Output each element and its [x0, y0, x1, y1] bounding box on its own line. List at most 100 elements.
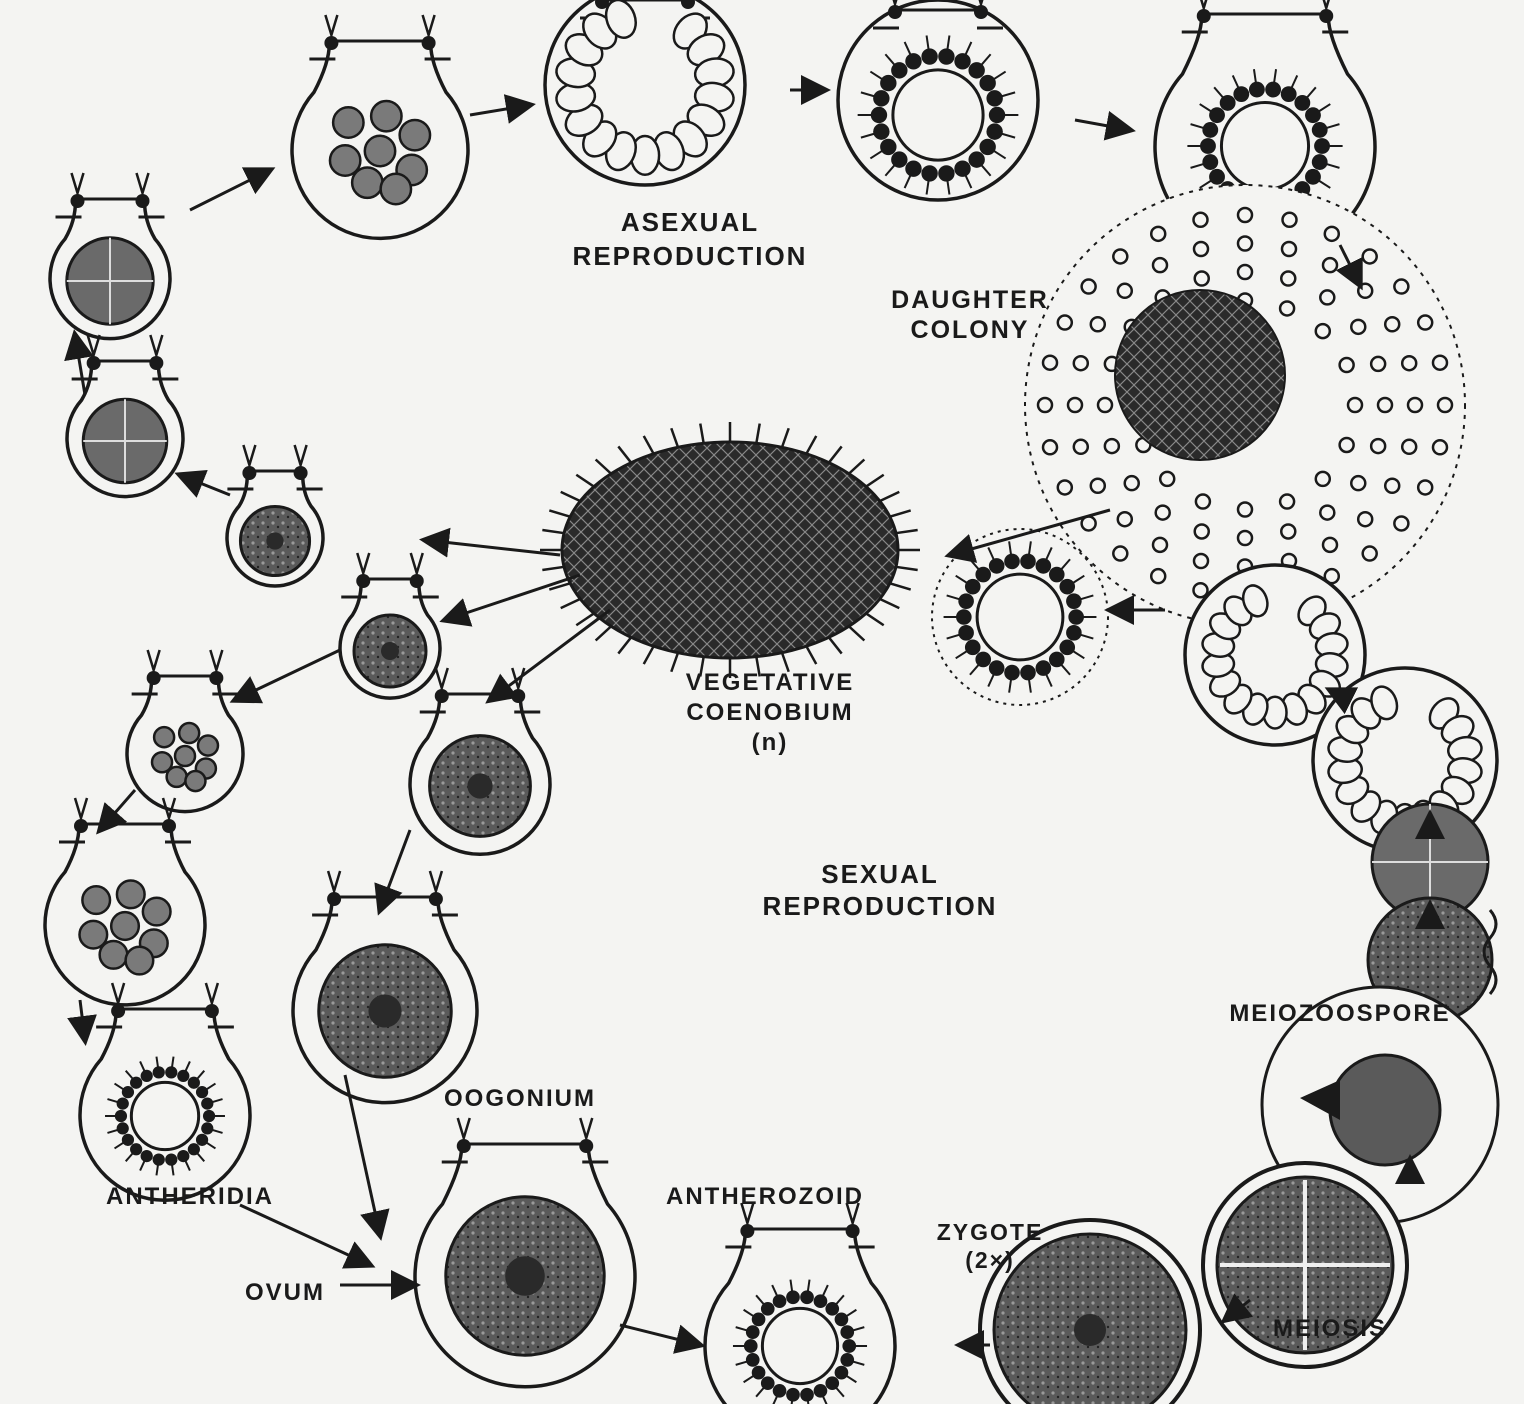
inversion-ring-flagellum	[1046, 674, 1052, 687]
zygote-formation-cell	[752, 1313, 766, 1327]
stage-a2-flask-cell	[371, 101, 401, 131]
oogonium-mature-flagella	[430, 871, 442, 891]
oogonium-stage-1-nucleus	[467, 773, 492, 798]
daughter-colony-cell	[1074, 440, 1088, 454]
ovum-fertilisation	[415, 1118, 635, 1387]
antheridia-stage-2-cell	[111, 912, 139, 940]
stage-a4-cell	[871, 107, 887, 123]
antheridia-stage-1-cell	[185, 771, 205, 791]
inversion-ring-flagellum	[956, 576, 968, 584]
antheridia-mature-cell	[165, 1153, 177, 1165]
inversion-ring-flagellum	[1080, 595, 1093, 599]
stage-a5-flask-cell	[1312, 122, 1328, 138]
daughter-colony-cell	[1394, 280, 1408, 294]
oogonium-mature	[293, 871, 477, 1103]
antheridia-stage-1-cell	[198, 736, 218, 756]
zygote-formation-cell	[786, 1388, 800, 1402]
stage-a2-flask-cell	[365, 136, 395, 166]
antheridia-mature-cell	[196, 1086, 208, 1098]
stage-a4-cell	[905, 161, 921, 177]
flow-arrow	[425, 540, 560, 555]
zygote-formation-cell	[800, 1388, 814, 1402]
stage-a5-flask-cell	[1202, 122, 1218, 138]
daughter-colony-cell	[1280, 301, 1294, 315]
inversion-ring-cell	[1068, 609, 1084, 625]
stage-a4-cell	[880, 139, 896, 155]
daughter-colony-cell	[1323, 258, 1337, 272]
zygote-formation-cell	[800, 1290, 814, 1304]
daughter-colony-cell	[1058, 480, 1072, 494]
stage-a4-cell	[986, 90, 1002, 106]
daughter-colony-cell	[1325, 227, 1339, 241]
inversion-ring-flagellum	[1072, 576, 1084, 584]
stage-a5-flask-cell	[1305, 107, 1321, 123]
antheridia-stage-1-flagella	[148, 650, 160, 670]
inversion-ring-cell	[958, 625, 974, 641]
ovum-fertilisation-flagella	[458, 1118, 470, 1138]
label-meiozoospore: MEIOZOOSPORE	[1160, 1000, 1520, 1028]
daughter-colony-cell	[1151, 569, 1165, 583]
stage-a5-flask-flagella	[1320, 0, 1332, 8]
label-antherozoid: ANTHEROZOID	[600, 1183, 930, 1211]
stage-a5-flask-cell	[1209, 107, 1225, 123]
inversion-ring-cell	[1059, 579, 1075, 595]
antheridia-mature-cell	[122, 1134, 134, 1146]
label-antheridia: ANTHERIDIA	[50, 1183, 330, 1211]
inversion-ring-flagellum	[970, 664, 979, 675]
stage-a4-cell	[938, 165, 954, 181]
daughter-colony-cell	[1238, 237, 1252, 251]
inversion-ring-flagellum	[947, 595, 960, 599]
daughter-colony-cell	[1385, 317, 1399, 331]
oogonium-stage-1	[410, 668, 550, 854]
label-sexual-line1: SEXUAL	[700, 858, 1060, 890]
stage-a4-flagella	[975, 0, 987, 4]
stage-a2-flask-cell	[333, 107, 363, 137]
daughter-colony-cell	[1281, 272, 1295, 286]
asexual-branch-flask	[227, 445, 323, 586]
stage-a4-cell	[979, 139, 995, 155]
label-daughter-line1: DAUGHTER	[840, 285, 1100, 315]
stage-a5-flask-flagella	[1198, 0, 1210, 8]
flow-arrow	[235, 650, 340, 700]
daughter-colony-cell	[1043, 356, 1057, 370]
inversion-ring-flagellum	[1080, 635, 1093, 639]
label-oogonium: OOGONIUM	[390, 1085, 650, 1113]
daughter-colony-cell	[1238, 503, 1252, 517]
antheridia-mature-cell	[153, 1066, 165, 1078]
flow-arrow	[620, 1325, 700, 1345]
daughter-colony-cell	[1348, 398, 1362, 412]
antheridia-stage-2-cell	[82, 886, 110, 914]
antheridia-mature-cell	[165, 1066, 177, 1078]
zygote-nucleus	[1074, 1314, 1106, 1346]
daughter-colony-cell	[1098, 398, 1112, 412]
inversion-ring-dotted	[932, 529, 1108, 705]
stage-a5-flask-cell	[1265, 82, 1281, 98]
stage-a4-cell	[905, 53, 921, 69]
daughter-colony-cell	[1394, 516, 1408, 530]
daughter-colony-cell	[1156, 506, 1170, 520]
label-meiosis: MEIOSIS	[1220, 1315, 1440, 1343]
antheridia-mature-cell	[177, 1150, 189, 1162]
antheridia-mature-cell	[141, 1070, 153, 1082]
zygote-formation-cell	[840, 1353, 854, 1367]
label-zygote: ZYGOTE (2×)	[880, 1218, 1100, 1274]
antheridia-stage-2-cell	[100, 941, 128, 969]
stage-a3-flask	[545, 0, 745, 185]
stage-a4-cell	[921, 48, 937, 64]
daughter-colony-cell	[1323, 538, 1337, 552]
inversion-ring-cell	[956, 609, 972, 625]
daughter-colony-cell	[1320, 290, 1334, 304]
antheridia-stage-2-cell	[143, 898, 171, 926]
daughter-colony-cell	[1118, 284, 1132, 298]
asexual-branch-flask-nucleus	[266, 532, 283, 549]
stage-a5-flask-cell	[1209, 169, 1225, 185]
antheridia-mature-cell	[196, 1134, 208, 1146]
sexual-branch-flask	[340, 553, 440, 698]
zygote-formation-cell	[746, 1325, 760, 1339]
inversion-ring-flagellum	[970, 559, 979, 570]
label-sexual-reproduction: SEXUAL REPRODUCTION	[700, 858, 1060, 922]
stage-a2-flask-cell	[400, 120, 430, 150]
inversion-ring-cell	[965, 579, 981, 595]
oogonium-stage-1-flagella	[436, 668, 448, 688]
label-vegetative-coenobium: VEGETATIVE COENOBIUM (n)	[620, 668, 920, 758]
